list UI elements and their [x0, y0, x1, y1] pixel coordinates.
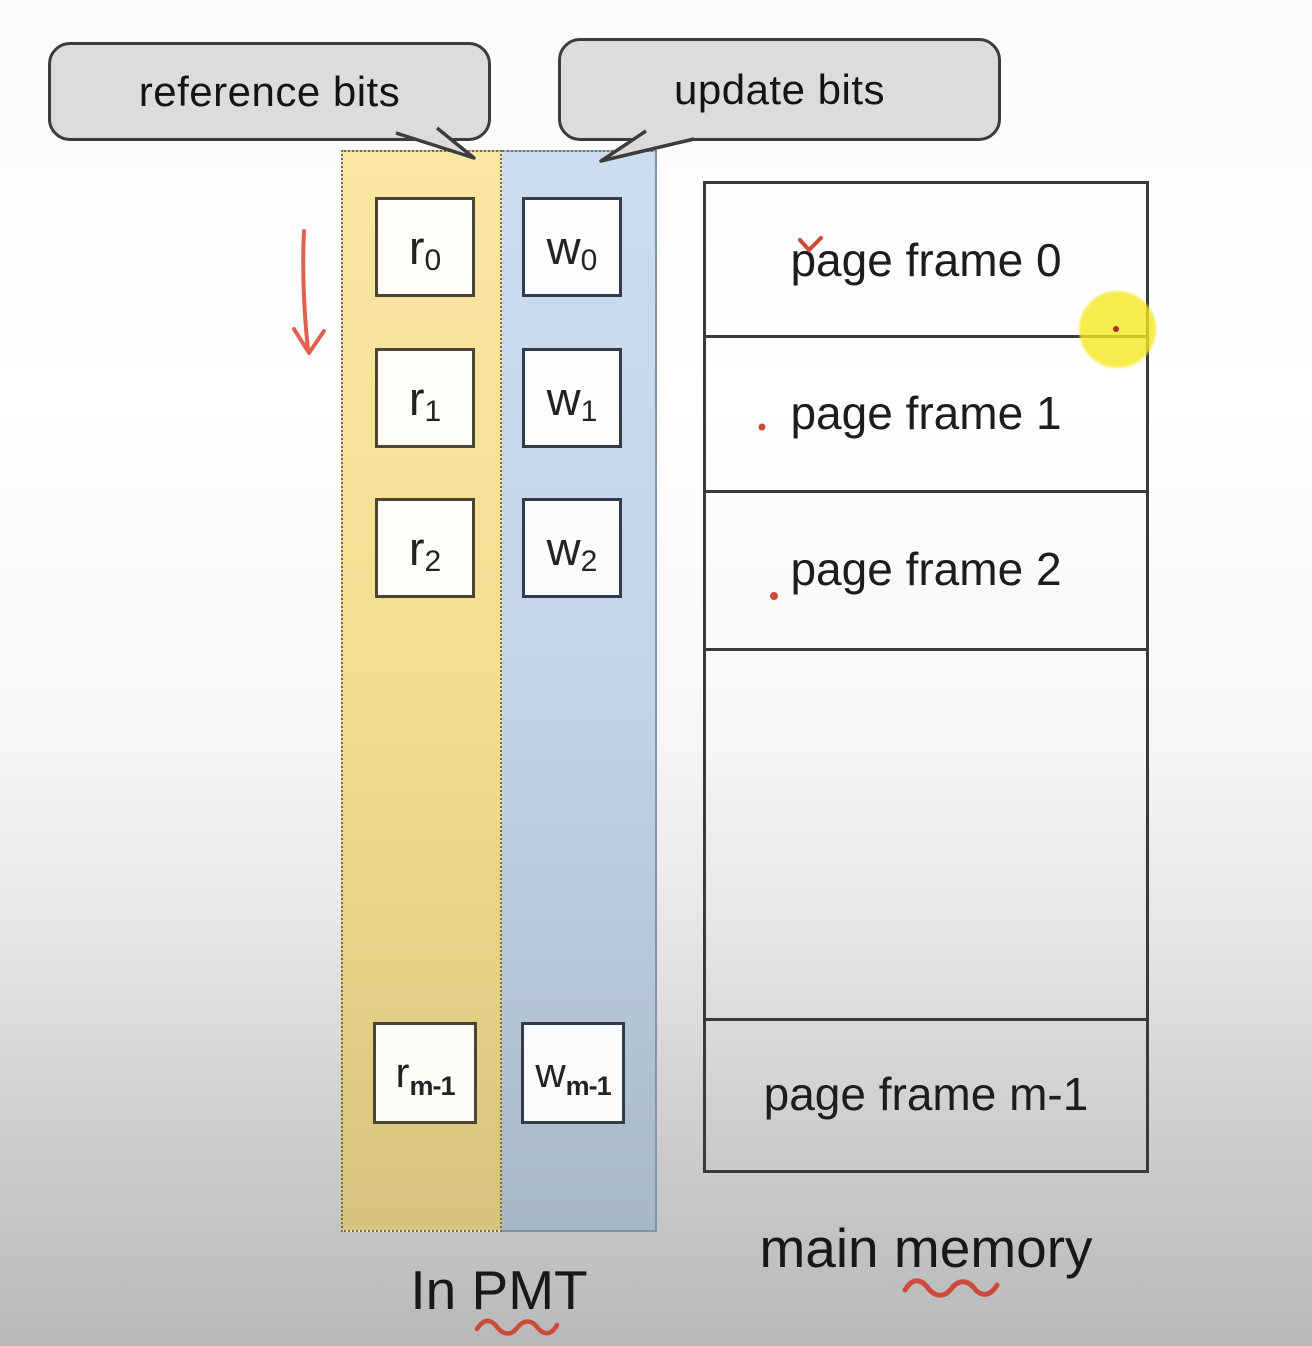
bit-subscript: 1	[580, 395, 598, 428]
highlight-circle	[1079, 291, 1156, 368]
page-frame-row: page frame m-1	[706, 1018, 1146, 1170]
bit-label: r	[408, 220, 425, 274]
pmt-underline-squiggle	[474, 1318, 560, 1336]
row-divider	[706, 335, 1146, 338]
page-frame-row: page frame 1	[706, 335, 1146, 490]
down-arrow-head-icon	[292, 327, 326, 355]
row-divider	[706, 1018, 1146, 1021]
page-frame-row: page frame 2	[706, 490, 1146, 648]
row-divider	[706, 648, 1146, 651]
down-arrow-icon	[301, 229, 310, 352]
main-memory-caption: main memory	[759, 1217, 1093, 1279]
reference-bits-callout-label: reference bits	[138, 67, 401, 115]
page-frame-row-empty	[706, 648, 1146, 1018]
bit-subscript: 0	[424, 244, 442, 277]
bit-label: r	[408, 521, 425, 575]
bit-label: w	[546, 220, 581, 274]
bit-label: r	[395, 1049, 410, 1096]
bit-subscript: 2	[580, 545, 598, 578]
update-bits-callout: update bits	[558, 38, 1001, 141]
bit-subscript: 0	[580, 244, 598, 277]
pmt-caption: In PMT	[410, 1259, 588, 1321]
page-frame-label: page frame 0	[790, 233, 1062, 286]
bit-label: r	[408, 371, 425, 425]
bit-label: w	[546, 371, 581, 425]
page-frame-row: page frame 0	[706, 184, 1146, 335]
row-divider	[706, 490, 1146, 493]
bit-subscript: m-1	[565, 1070, 612, 1101]
memory-underline-squiggle	[902, 1278, 1000, 1298]
bit-label: w	[546, 521, 581, 575]
page-frame-label: page frame 2	[790, 543, 1062, 595]
bit-subscript: 1	[424, 395, 442, 428]
page-frame-label: page frame 1	[790, 386, 1062, 439]
bit-subscript: m-1	[409, 1070, 455, 1101]
reference-bits-callout: reference bits	[48, 42, 491, 141]
update-bits-callout-label: update bits	[674, 65, 885, 113]
bit-subscript: 2	[424, 545, 442, 578]
page-frame-label: page frame m-1	[763, 1068, 1089, 1120]
bit-label: w	[535, 1049, 566, 1096]
main-memory-table: page frame 0 page frame 1 page frame 2 p…	[703, 181, 1149, 1173]
